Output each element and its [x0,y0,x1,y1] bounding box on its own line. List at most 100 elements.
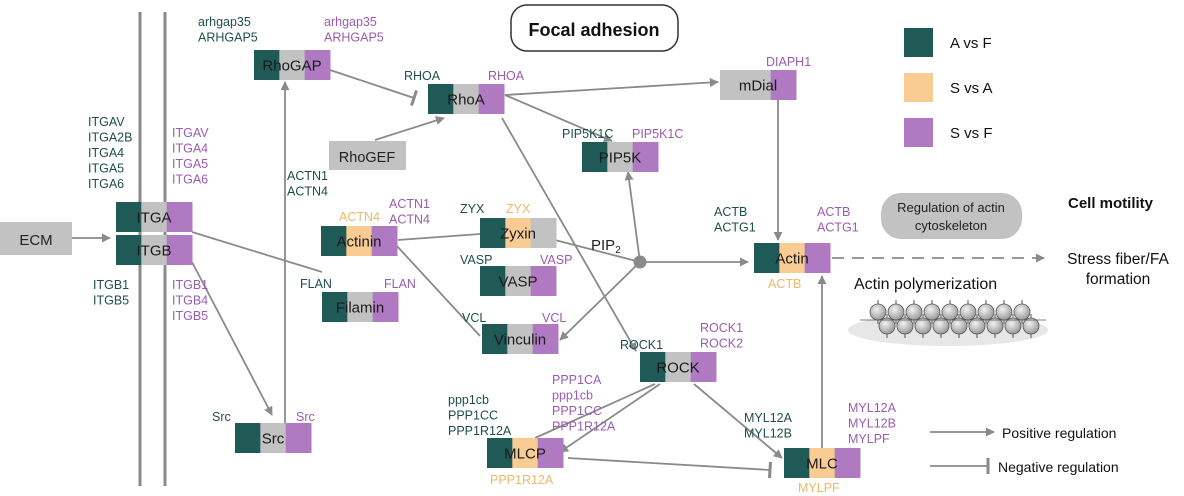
rhoa-teal-gene: RHOA [404,69,441,83]
itgb-purple-gene: ITGB4 [172,294,208,308]
legend-label: S vs A [950,80,993,97]
itgb-purple-gene: ITGB5 [172,309,208,323]
itgb-node: ITGB [116,235,193,265]
rhogap-purple-gene: arhgap35 [324,15,377,29]
mlc-label: MLC [806,456,838,473]
pip5k-teal-gene: PIP5K1C [562,127,613,141]
itga-label: ITGA [136,210,171,227]
legend-label: S vs F [950,125,993,142]
mlcp-node: MLCP [487,438,564,468]
edge-actinin-vinculin [395,244,481,337]
mlcp-teal-gene: PPP1CC [448,409,498,423]
itgb-purple-gene: ITGB1 [172,278,208,292]
src-purple-gene: Src [296,410,315,424]
actin-teal-gene: ACTG1 [714,221,756,235]
rock-label: ROCK [656,360,699,377]
filamin-node: Filamin [322,292,399,322]
pip5k-purple-gene: PIP5K1C [632,127,683,141]
edge-pip2-zyxin [554,239,641,263]
actinin-purple-gene: ACTN4 [389,213,430,227]
rock-teal-gene: ROCK1 [620,338,663,352]
edge-rhogap-rhoa [329,69,418,107]
src-label: Src [262,431,285,448]
zyxin-node: Zyxin [480,218,557,248]
mlcp-purple-gene: ppp1cb [552,389,593,403]
regulation-line1: Regulation of actin [897,200,1005,215]
mlcp-teal-gene: ppp1cb [448,393,489,407]
legend-swatch [904,28,933,57]
edge-itgb-filamin [191,231,323,273]
itga-teal-gene: ITGA5 [88,162,124,176]
actin-node: Actin [754,243,831,273]
itga-teal-gene: ITGA2B [88,131,132,145]
filamin-teal-gene: FLAN [300,277,332,291]
legend: A vs F S vs A S vs F [904,28,993,147]
mlcp-teal-gene: PPP1R12A [448,424,512,438]
edge-itgb-src [191,261,273,416]
pip5k-node: PIP5K [582,142,659,172]
edge-pip2-pip5k [624,171,641,263]
vinculin-teal-gene: VCL [462,311,486,325]
edge-actinin-zyxin [397,233,481,241]
rhogap-node: RhoGAP [254,50,331,80]
mlcp-purple-gene: PPP1CC [552,404,602,418]
mlcp-purple-gene: PPP1R12A [552,420,616,434]
actin-peach-gene: ACTB [768,277,801,291]
mlc-teal-gene: MYL12B [744,427,792,441]
vasp-node: VASP [480,266,557,296]
mlc-node: MLC [784,448,861,478]
legend-negative-label: Negative regulation [998,459,1119,475]
actin-teal-gene: ACTB [714,205,747,219]
zyxin-peach-gene: ZYX [506,202,531,216]
actinin-peach-gene: ACTN4 [339,210,380,224]
edge-rhogef-rhoa [374,116,445,141]
mdial-label: mDial [739,78,777,95]
actin-purple-gene: ACTG1 [817,221,859,235]
actin-polymer-illustration [848,300,1048,346]
rhogap-purple-gene: ARHGAP5 [324,31,384,45]
edge-rock-mlc [693,383,783,459]
vasp-label: VASP [499,274,538,291]
edge-rhoa-pip5k [504,94,613,142]
rhoa-label: RhoA [447,92,485,109]
mlc-teal-gene: MYL12A [744,411,793,425]
zyxin-label: Zyxin [500,226,536,243]
legend-label: A vs F [950,35,992,52]
rock-purple-gene: ROCK1 [700,321,743,335]
itga-node: ITGA [116,202,193,232]
rhoa-node: RhoA [428,84,505,114]
mlc-purple-gene: MYL12A [848,401,897,415]
itgb-label: ITGB [136,243,171,260]
itgb-teal-gene: ITGB5 [93,294,129,308]
pip2-label: PIP2 [591,237,621,256]
filamin-label: Filamin [336,300,384,317]
actin-label: Actin [775,251,808,268]
rhogef-label: RhoGEF [339,150,396,166]
src-teal-gene: Src [212,410,231,424]
rhogap-teal-gene: arhgap35 [198,15,251,29]
edge-mlcp-rock-cross [534,383,656,439]
itga-purple-gene: ITGA6 [172,173,208,187]
rhogef-box [329,141,406,170]
actinin-teal-gene: ACTN1 [287,169,328,183]
mlcp-purple-gene: PPP1CA [552,373,602,387]
mdial-purple-gene: DIAPH1 [766,55,811,69]
actinin-label: Actinin [336,234,381,251]
pip2-junction [633,255,647,269]
edge-rhoa-rock [501,117,637,352]
pathway-edges [72,69,1045,479]
ecm-label: ECM [19,232,52,249]
rhoa-purple-gene: RHOA [488,69,525,83]
rock-purple-gene: ROCK2 [700,337,743,351]
title-box [510,4,679,52]
mlc-peach-gene: MYLPF [798,481,840,495]
mlcp-label: MLCP [504,446,546,463]
stress-fiber-line1: Stress fiber/FA [1067,251,1169,268]
edge-rhoa-mdial [504,78,719,96]
pip5k-label: PIP5K [599,150,642,167]
mdial-node: mDial [720,70,797,100]
itga-purple-gene: ITGA5 [172,157,208,171]
edge-pip2-vinculin [559,261,641,341]
zyxin-teal-gene: ZYX [460,202,485,216]
